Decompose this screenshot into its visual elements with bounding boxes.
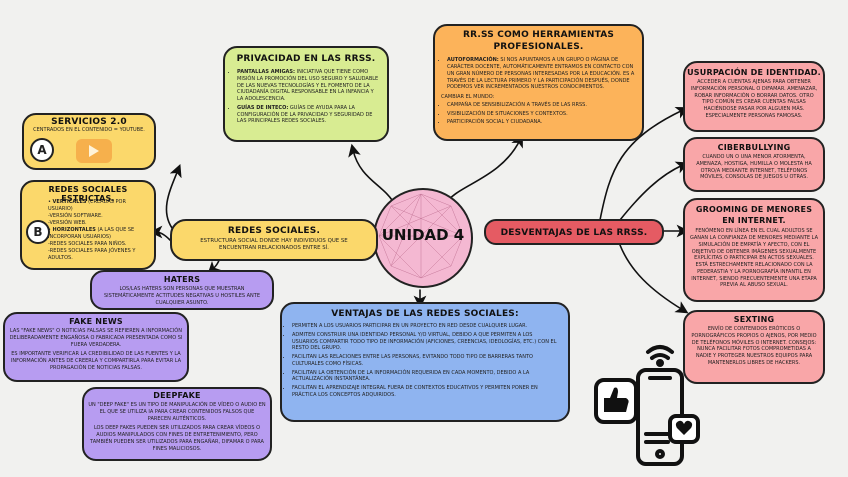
sexting-text: ENVÍO DE CONTENIDOS ERÓTICOS O PORNOGRÁF…: [691, 326, 817, 366]
privacidad-item-1: PANTALLAS AMIGAS: INICIATIVA QUE TIENE C…: [237, 69, 381, 103]
youtube-icon: [76, 139, 112, 163]
herramientas-box: RR.SS COMO HERRAMIENTAS PROFESIONALES. A…: [433, 24, 644, 141]
estrictas-line6: -REDES SOCIALES PARA JÓVENES Y ADULTOS.: [48, 248, 136, 261]
herramientas-subtitle: CAMBIAR EL MUNDO:: [441, 94, 495, 101]
privacidad-list: PANTALLAS AMIGAS: INICIATIVA QUE TIENE C…: [227, 69, 381, 125]
ventajas-item-2: ADMITEN CONSTRUIR UNA IDENTIDAD PERSONAL…: [292, 332, 560, 352]
usurpacion-box: USURPACIÓN DE IDENTIDAD. ACCEDER A CUENT…: [683, 61, 825, 132]
estrictas-box: REDES SOCIALES ESTRICTAS. B • VERTICALES…: [20, 180, 156, 270]
privacidad-title: PRIVACIDAD EN LAS RRSS.: [236, 54, 376, 64]
deepfake-text1: UN "DEEP FAKE" ES UN TIPO DE MANIPULACIÓ…: [88, 402, 266, 422]
estrictas-horizontales: • HORIZONTALES (A LAS QUE SE INCORPORAN …: [48, 227, 135, 240]
redes-sociales-text: ESTRUCTURA SOCIAL DONDE HAY INDIVIDUOS Q…: [200, 238, 348, 252]
redes-sociales-title: REDES SOCIALES.: [227, 226, 321, 236]
center-node: UNIDAD 4: [373, 188, 473, 288]
fake-news-text2: ES IMPORTANTE VERIFICAR LA CREDIBILIDAD …: [10, 351, 182, 371]
estrictas-verticales: • VERTICALES (CREADAS POR USUARIO): [48, 199, 126, 212]
grooming-box: GROOMING DE MENORES EN INTERNET. FENÓMEN…: [683, 198, 825, 302]
usurpacion-text: ACCEDER A CUENTAS AJENAS PARA OBTENER IN…: [690, 79, 818, 119]
privacidad-item-2: GUÍAS DE INTECO: GUÍAS DE AYUDA PARA LA …: [237, 105, 381, 125]
estrictas-line3: -VERSIÓN WEB.: [48, 220, 87, 226]
herramientas-sub-item-2: VISIBILIZACIÓN DE SITUACIONES Y CONTEXTO…: [447, 111, 636, 118]
herramientas-item-1: AUTOFORMACIÓN: SI NOS APUNTAMOS A UN GRU…: [447, 57, 636, 91]
grooming-text: FENÓMENO EN LÍNEA EN EL CUAL ADULTOS SE …: [689, 228, 819, 289]
ventajas-item-1: PERMITEN A LOS USUARIOS PARTICIPAR EN UN…: [292, 323, 560, 330]
deepfake-text2: LOS DEEP FAKES PUEDEN SER UTILIZADOS PAR…: [90, 425, 264, 452]
estrictas-content: • VERTICALES (CREADAS POR USUARIO) -VERS…: [48, 199, 152, 262]
estrictas-badge-letter: B: [33, 225, 43, 239]
ciberbullying-title: CIBERBULLYING: [717, 143, 791, 152]
haters-box: HATERS LOS/LAS HATERS SON PERSONAS QUE M…: [90, 270, 274, 310]
servicios-text: CENTRADOS EN EL CONTENIDO = YOUTUBE.: [33, 127, 145, 133]
servicios-badge-letter: A: [37, 143, 47, 157]
ciberbullying-box: CIBERBULLYING CUANDO UN O UNA MENOR ATOR…: [683, 137, 825, 192]
herramientas-list: AUTOFORMACIÓN: SI NOS APUNTAMOS A UN GRU…: [437, 57, 636, 91]
center-title: UNIDAD 4: [381, 226, 465, 244]
redes-sociales-box: REDES SOCIALES. ESTRUCTURA SOCIAL DONDE …: [170, 219, 378, 261]
fake-news-text1: LAS "FAKE NEWS" O NOTICIAS FALSAS SE REF…: [9, 328, 183, 348]
deepfake-title: DEEPFAKE: [153, 391, 201, 400]
desventajas-title: DESVENTAJAS DE LAS RRSS.: [500, 228, 648, 238]
ventajas-item-5: FACILITAN EL APRENDIZAJE INTEGRAL FUERA …: [292, 385, 560, 399]
haters-text: LOS/LAS HATERS SON PERSONAS QUE MUESTRAN…: [103, 286, 261, 306]
ventajas-title: VENTAJAS DE LAS REDES SOCIALES:: [331, 309, 519, 319]
estrictas-line5: -REDES SOCIALES PARA NIÑOS.: [48, 241, 127, 247]
ventajas-list: PERMITEN A LOS USUARIOS PARTICIPAR EN UN…: [282, 323, 560, 399]
estrictas-title: REDES SOCIALES ESTRICTAS.: [48, 185, 128, 203]
estrictas-badge: B: [26, 220, 50, 244]
haters-title: HATERS: [163, 275, 201, 284]
social-media-phone-icon: [594, 345, 700, 466]
sexting-title: SEXTING: [733, 315, 775, 324]
ventajas-box: VENTAJAS DE LAS REDES SOCIALES: PERMITEN…: [280, 302, 570, 422]
servicios-box: SERVICIOS 2.0 CENTRADOS EN EL CONTENIDO …: [22, 113, 156, 170]
usurpacion-title: USURPACIÓN DE IDENTIDAD.: [687, 68, 821, 77]
desventajas-box: DESVENTAJAS DE LAS RRSS.: [484, 219, 664, 245]
privacidad-box: PRIVACIDAD EN LAS RRSS. PANTALLAS AMIGAS…: [223, 46, 389, 142]
herramientas-sublist: CAMPAÑA DE SENSIBILIZACIÓN A TRAVÉS DE L…: [437, 102, 636, 126]
fake-news-title: FAKE NEWS: [69, 317, 123, 326]
herramientas-sub-item-3: PARTICIPACIÓN SOCIAL Y CIUDADANA.: [447, 119, 636, 126]
servicios-title: SERVICIOS 2.0: [51, 117, 127, 127]
ventajas-item-3: FACILITAN LAS RELACIONES ENTRE LAS PERSO…: [292, 354, 560, 368]
herramientas-sub-item-1: CAMPAÑA DE SENSIBILIZACIÓN A TRAVÉS DE L…: [447, 102, 636, 109]
ventajas-item-4: FACILITAN LA OBTENCIÓN DE LA INFORMACIÓN…: [292, 370, 560, 384]
network-pattern-icon: [378, 193, 464, 279]
servicios-badge: A: [30, 138, 54, 162]
ciberbullying-text: CUANDO UN O UNA MENOR ATORMENTA, AMENAZA…: [696, 154, 812, 181]
herramientas-title: RR.SS COMO HERRAMIENTAS PROFESIONALES.: [462, 30, 615, 52]
grooming-title: GROOMING DE MENORES EN INTERNET.: [695, 205, 813, 226]
sexting-box: SEXTING ENVÍO DE CONTENIDOS ERÓTICOS O P…: [683, 310, 825, 384]
deepfake-box: DEEPFAKE UN "DEEP FAKE" ES UN TIPO DE MA…: [82, 387, 272, 461]
estrictas-line2: -VERSIÓN SOFTWARE.: [48, 213, 103, 219]
fake-news-box: FAKE NEWS LAS "FAKE NEWS" O NOTICIAS FAL…: [3, 312, 189, 382]
